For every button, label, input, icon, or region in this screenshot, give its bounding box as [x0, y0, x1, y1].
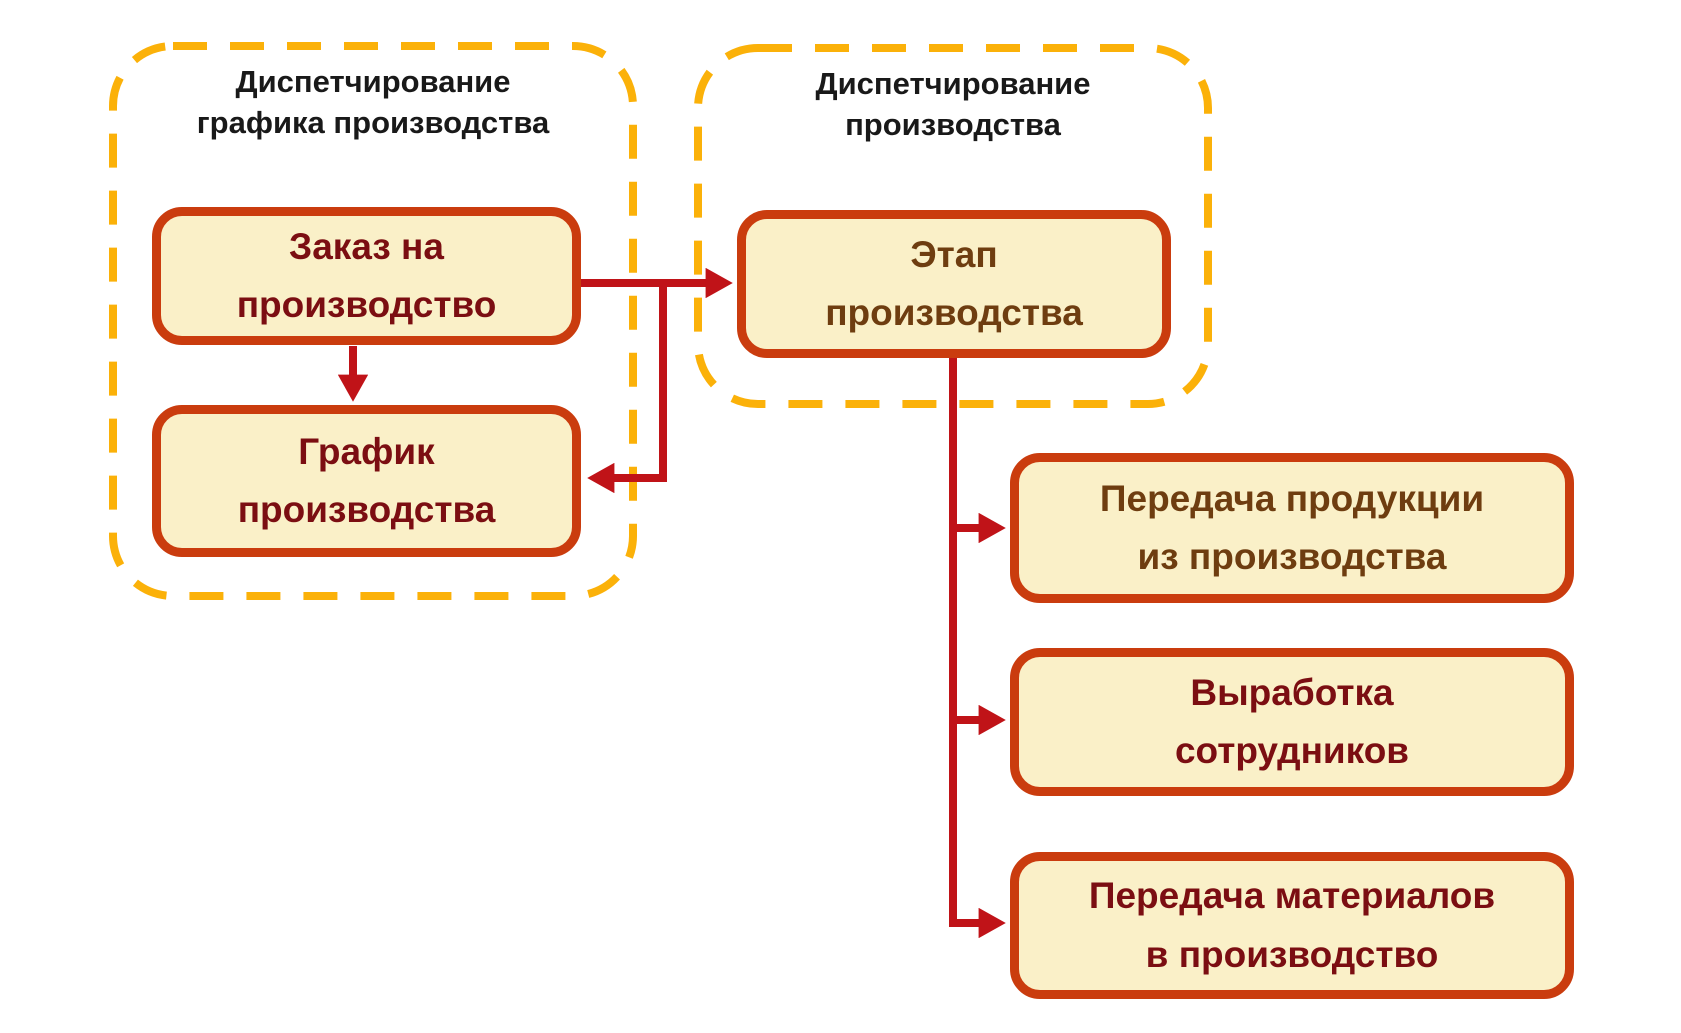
- node-production-schedule-label: График производства: [237, 430, 496, 530]
- node-production-stage-label: Этап производства: [825, 233, 1083, 333]
- group-title-production-dispatch: Диспетчирование производства: [815, 66, 1091, 142]
- node-product-transfer-out: Передача продукции из производства: [1010, 453, 1574, 603]
- group-outline-schedule-dispatch: [109, 42, 637, 600]
- node-employee-output: Выработка сотрудников: [1010, 648, 1574, 796]
- node-material-transfer-in-label: Передача материалов в производство: [1088, 875, 1496, 975]
- node-production-order-label: Заказ на производство: [236, 225, 497, 325]
- node-production-stage: Этап производства: [737, 210, 1171, 358]
- group-title-schedule-dispatch: Диспетчирование графика производства: [196, 64, 550, 140]
- arrow-branch-to-schedule: [587, 283, 667, 494]
- node-production-schedule: График производства: [152, 405, 581, 557]
- group-outline-production-dispatch: [694, 44, 1212, 408]
- node-production-order: Заказ на производство: [152, 207, 581, 345]
- node-employee-output-label: Выработка сотрудников: [1174, 671, 1410, 771]
- node-product-transfer-out-label: Передача продукции из производства: [1099, 477, 1485, 577]
- arrow-stage-to-material-transfer: [949, 357, 1006, 939]
- node-material-transfer-in: Передача материалов в производство: [1010, 852, 1574, 999]
